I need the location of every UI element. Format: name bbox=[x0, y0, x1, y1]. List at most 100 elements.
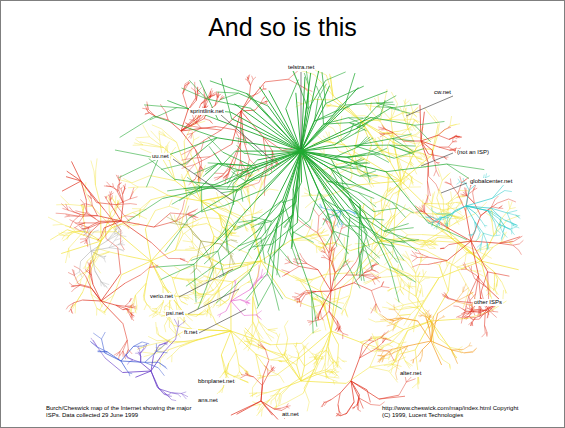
network-branch bbox=[494, 283, 495, 289]
network-branch bbox=[463, 192, 467, 196]
network-branch bbox=[297, 102, 303, 104]
network-branch bbox=[113, 187, 117, 192]
network-branch bbox=[322, 355, 325, 359]
network-branch bbox=[315, 370, 327, 374]
network-branch bbox=[70, 221, 73, 227]
network-branch bbox=[324, 363, 326, 373]
network-branch bbox=[157, 339, 170, 341]
network-branch bbox=[228, 261, 261, 271]
network-branch bbox=[419, 290, 420, 293]
network-branch bbox=[157, 334, 172, 344]
network-branch bbox=[253, 322, 258, 337]
network-branch bbox=[460, 176, 462, 182]
network-branch bbox=[86, 231, 92, 238]
network-branch bbox=[492, 222, 494, 236]
network-branch bbox=[355, 243, 366, 244]
network-branch bbox=[271, 398, 275, 401]
network-branch bbox=[387, 289, 392, 291]
network-branch bbox=[447, 261, 450, 267]
network-branch bbox=[105, 196, 106, 199]
network-branch bbox=[204, 290, 214, 295]
network-branch bbox=[261, 409, 263, 416]
network-branch bbox=[305, 82, 307, 89]
network-branch bbox=[184, 233, 192, 242]
network-branch bbox=[314, 356, 316, 359]
network-branch bbox=[80, 238, 86, 239]
network-branch bbox=[445, 182, 452, 184]
network-branch bbox=[330, 105, 338, 107]
network-branch bbox=[296, 347, 299, 354]
network-branch bbox=[169, 316, 175, 329]
network-branch bbox=[424, 108, 438, 125]
network-branch bbox=[378, 214, 395, 232]
network-branch bbox=[326, 364, 332, 370]
network-branch bbox=[405, 306, 410, 308]
network-branch bbox=[331, 331, 339, 345]
network-branch bbox=[109, 252, 125, 256]
network-branch bbox=[443, 276, 448, 291]
network-branch bbox=[192, 223, 199, 228]
network-branch bbox=[365, 159, 401, 181]
network-branch bbox=[332, 358, 337, 364]
network-branch bbox=[188, 211, 196, 214]
network-branch bbox=[335, 373, 339, 377]
network-branch bbox=[505, 232, 507, 236]
network-branch bbox=[382, 338, 384, 343]
network-branch bbox=[66, 232, 72, 239]
network-branch bbox=[239, 364, 245, 370]
network-branch bbox=[499, 205, 503, 208]
network-branch bbox=[412, 383, 418, 388]
network-branch bbox=[360, 205, 363, 208]
network-branch bbox=[324, 402, 326, 406]
network-branch bbox=[451, 185, 458, 194]
network-branch bbox=[121, 221, 154, 227]
network-branch bbox=[108, 295, 114, 307]
network-branch bbox=[80, 199, 84, 203]
network-branch bbox=[404, 321, 431, 329]
network-branch bbox=[192, 131, 194, 140]
network-branch bbox=[106, 199, 108, 202]
network-branch bbox=[168, 258, 180, 259]
network-branch bbox=[69, 207, 73, 212]
network-branch bbox=[389, 113, 403, 120]
network-branch bbox=[397, 273, 401, 286]
network-branch bbox=[138, 187, 152, 188]
network-branch bbox=[326, 370, 334, 373]
network-branch bbox=[326, 331, 331, 350]
network-branch bbox=[218, 304, 223, 307]
network-branch bbox=[389, 119, 404, 121]
network-branch bbox=[204, 306, 212, 315]
network-branch bbox=[112, 183, 114, 186]
network-branch bbox=[157, 302, 164, 312]
network-branch bbox=[97, 308, 106, 312]
network-branch bbox=[481, 235, 494, 261]
network-branch bbox=[339, 411, 341, 414]
network-branch bbox=[79, 271, 87, 275]
network-branch bbox=[99, 236, 102, 239]
network-branch bbox=[513, 245, 519, 250]
network-branch bbox=[423, 211, 433, 219]
network-branch bbox=[440, 248, 444, 250]
network-branch bbox=[123, 178, 132, 182]
network-branch bbox=[325, 105, 329, 106]
network-branch bbox=[146, 261, 151, 283]
network-branch bbox=[310, 230, 318, 236]
network-branch bbox=[242, 213, 254, 216]
network-branch bbox=[285, 326, 288, 338]
network-branch bbox=[469, 275, 479, 296]
network-branch bbox=[285, 355, 301, 381]
network-branch bbox=[404, 314, 411, 325]
network-branch bbox=[81, 205, 82, 210]
network-branch bbox=[325, 350, 326, 363]
network-branch bbox=[96, 158, 97, 169]
network-branch bbox=[450, 116, 452, 126]
network-branch bbox=[399, 129, 407, 131]
network-branch bbox=[91, 223, 100, 231]
network-branch bbox=[422, 278, 439, 306]
network-branch bbox=[221, 355, 227, 373]
network-branch bbox=[156, 322, 157, 334]
network-branch bbox=[203, 218, 221, 219]
network-branch bbox=[505, 290, 507, 294]
network-branch bbox=[151, 228, 180, 261]
network-branch bbox=[253, 297, 259, 322]
